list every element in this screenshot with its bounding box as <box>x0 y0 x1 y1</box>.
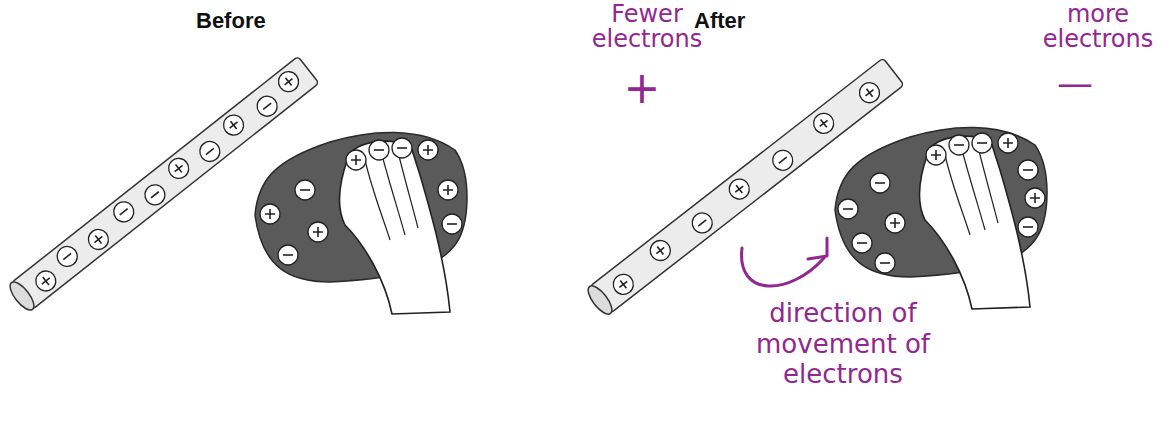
positive-charge <box>32 267 60 295</box>
negative-charge <box>870 173 890 193</box>
negative-charge <box>852 233 872 253</box>
positive-charge <box>346 150 366 170</box>
negative-charge <box>949 135 969 155</box>
positive-charge <box>84 225 112 253</box>
positive-charge <box>926 145 946 165</box>
cloth-before <box>255 132 467 314</box>
hand-shape <box>919 136 1030 309</box>
negative-charge <box>141 181 169 209</box>
positive-charge <box>274 68 302 96</box>
handwritten-note: direction of movement of electrons <box>752 298 934 390</box>
positive-charge <box>646 236 674 264</box>
charge-sign: — <box>1050 66 1100 102</box>
negative-charge <box>392 138 412 158</box>
positive-charge <box>998 133 1018 153</box>
negative-charge <box>196 137 224 165</box>
handwritten-note: more electrons <box>1028 2 1168 52</box>
positive-charge <box>1025 188 1045 208</box>
positive-charge <box>165 154 193 182</box>
panel-heading: Before <box>196 8 266 34</box>
charge-sign: + <box>622 66 662 110</box>
positive-charge <box>308 222 328 242</box>
negative-charge <box>442 214 462 234</box>
negative-charge <box>295 180 315 200</box>
negative-charge <box>369 140 389 160</box>
positive-charge <box>438 180 458 200</box>
handwritten-note: Fewer electrons <box>572 2 722 52</box>
positive-charge <box>810 109 838 137</box>
positive-charge <box>725 175 753 203</box>
positive-charge <box>609 270 637 298</box>
positive-charge <box>418 140 438 160</box>
positive-charge <box>855 79 883 107</box>
arrow-head <box>808 238 827 259</box>
negative-charge <box>838 199 858 219</box>
positive-charge <box>260 204 280 224</box>
negative-charge <box>53 242 81 270</box>
negative-charge <box>278 245 298 265</box>
positive-charge <box>885 213 905 233</box>
negative-charge <box>769 146 797 174</box>
negative-charge <box>972 133 992 153</box>
negative-charge <box>1018 217 1038 237</box>
negative-charge <box>688 209 716 237</box>
negative-charge <box>1018 160 1038 180</box>
positive-charge <box>220 111 248 139</box>
negative-charge <box>253 92 281 120</box>
cloth-after <box>835 127 1047 309</box>
negative-charge <box>875 253 895 273</box>
negative-charge <box>110 198 138 226</box>
electron-flow-arrow <box>742 248 824 286</box>
hand-shape <box>339 141 450 314</box>
